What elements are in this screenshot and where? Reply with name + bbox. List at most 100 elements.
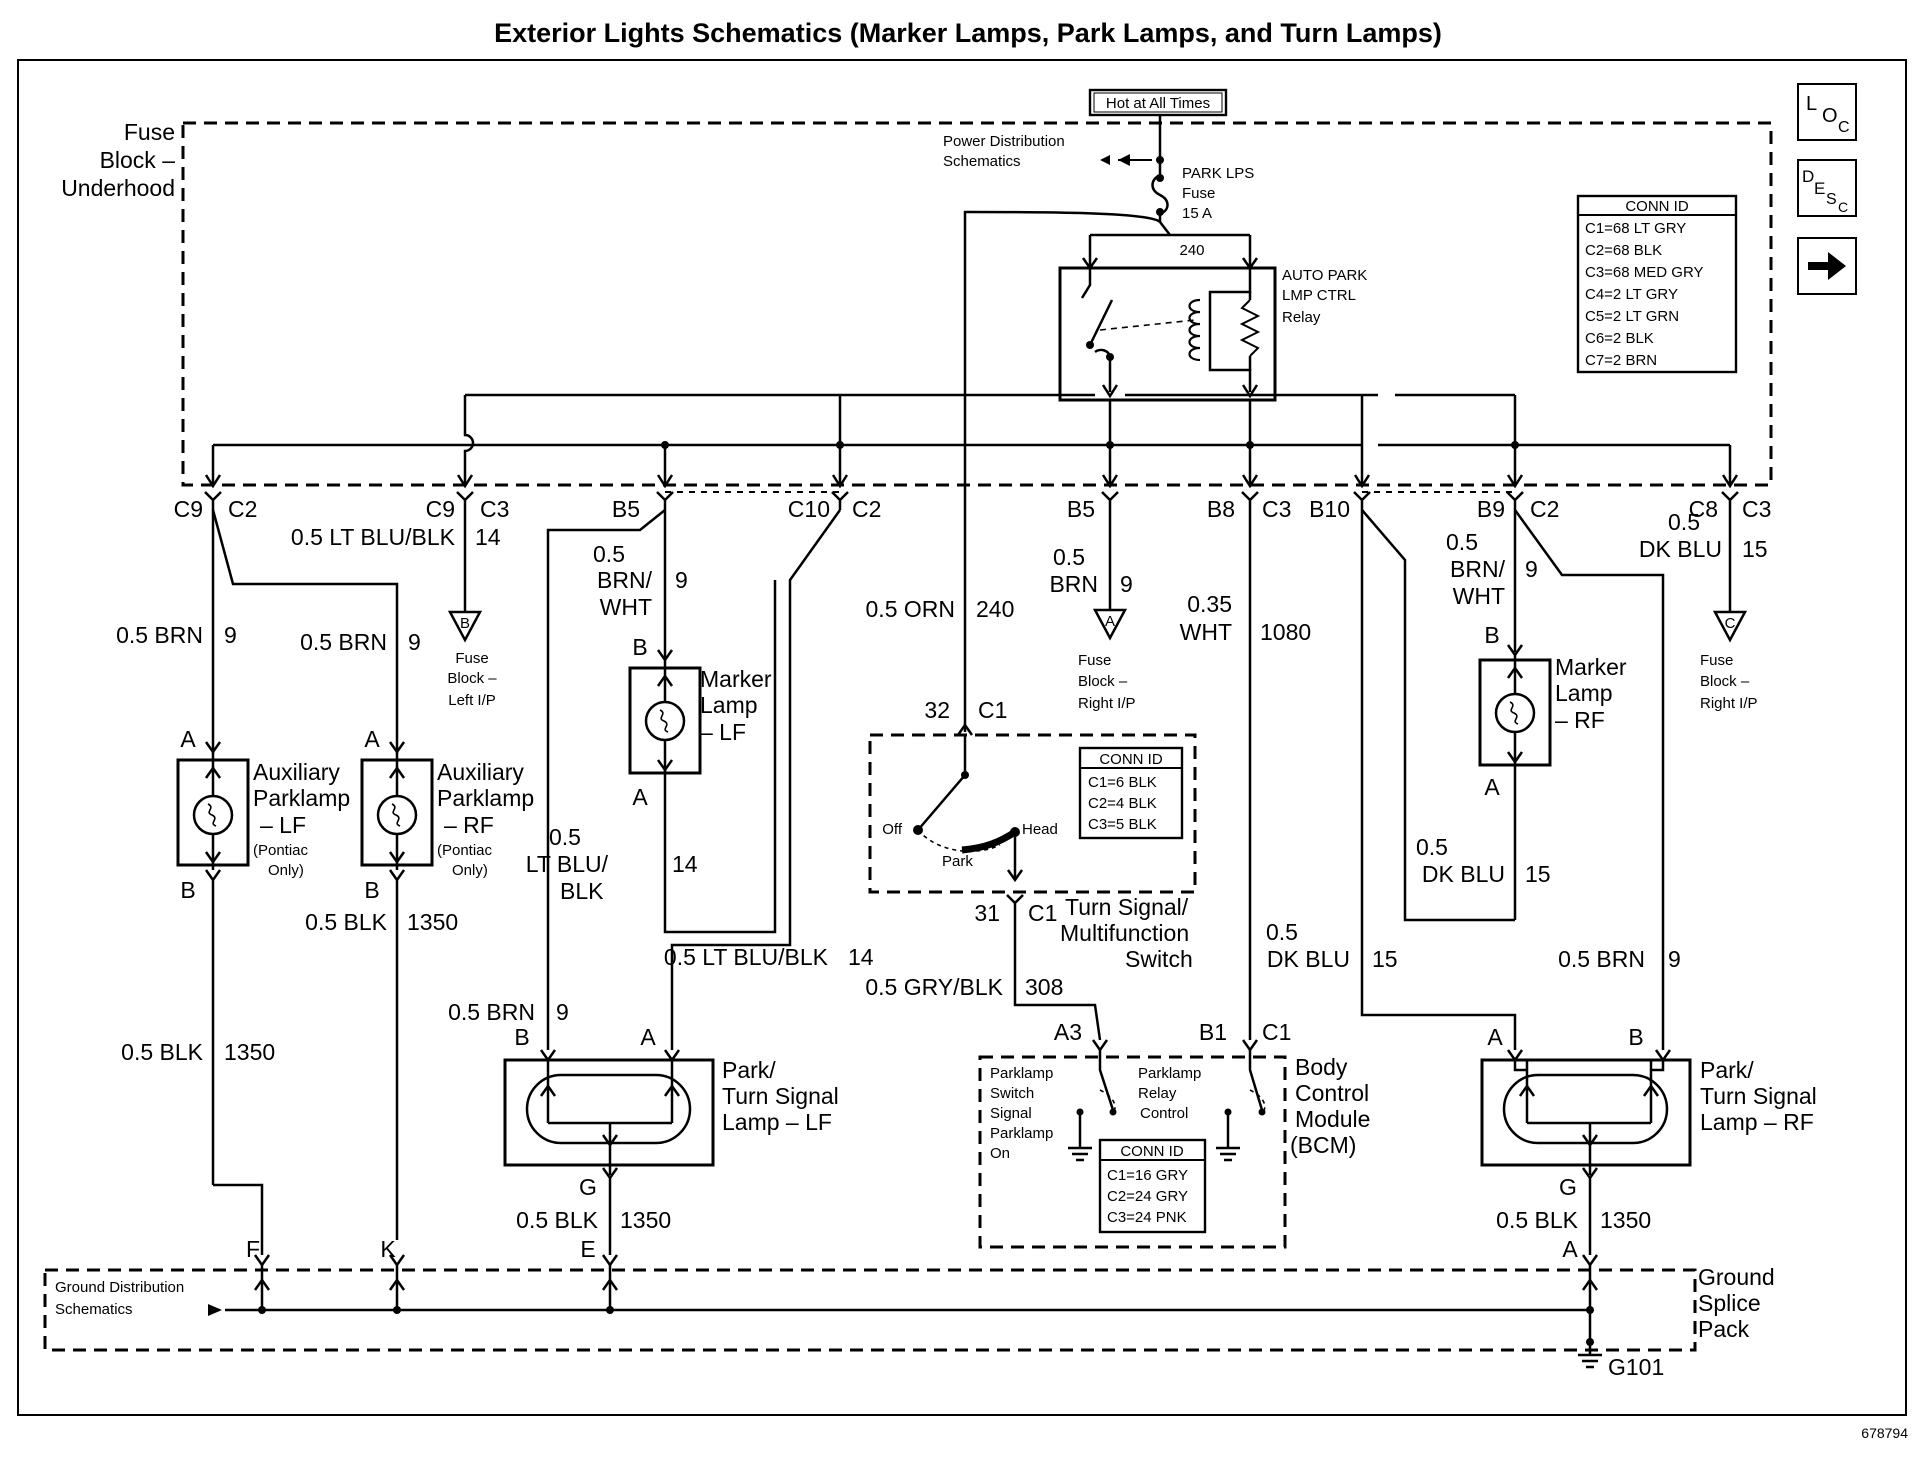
svg-text:– RF: – RF <box>1555 707 1605 733</box>
svg-text:Fuse: Fuse <box>1182 185 1215 202</box>
svg-text:B10: B10 <box>1309 496 1350 522</box>
svg-text:Control: Control <box>1295 1080 1369 1106</box>
svg-text:9: 9 <box>675 567 688 593</box>
svg-text:L: L <box>1806 93 1817 115</box>
svg-text:Module: Module <box>1295 1106 1370 1132</box>
wire-brn-park-rf <box>1513 509 1665 1050</box>
svg-text:(Pontiac: (Pontiac <box>437 842 493 859</box>
svg-text:Parklamp: Parklamp <box>253 785 350 811</box>
svg-text:– RF: – RF <box>444 812 494 838</box>
svg-text:C3: C3 <box>480 496 509 522</box>
svg-text:C3=24 PNK: C3=24 PNK <box>1107 1209 1187 1226</box>
svg-text:WHT: WHT <box>1180 619 1232 645</box>
svg-text:B5: B5 <box>1067 496 1095 522</box>
svg-text:Turn Signal/: Turn Signal/ <box>1065 894 1189 920</box>
svg-text:C2: C2 <box>228 496 257 522</box>
svg-text:A: A <box>364 726 380 752</box>
svg-text:308: 308 <box>1025 974 1063 1000</box>
svg-text:B: B <box>1484 622 1499 648</box>
svg-text:Block –: Block – <box>1078 673 1128 690</box>
arrow-right-icon[interactable] <box>1797 237 1857 295</box>
svg-text:Control: Control <box>1140 1105 1188 1122</box>
svg-text:CONN ID: CONN ID <box>1120 1143 1184 1160</box>
svg-text:Marker: Marker <box>700 666 772 692</box>
svg-text:K: K <box>380 1236 396 1262</box>
svg-text:PARK LPS: PARK LPS <box>1182 165 1254 182</box>
svg-text:0.5: 0.5 <box>1446 529 1478 555</box>
svg-text:A: A <box>640 1024 656 1050</box>
wire-dk-blu-park-rf <box>1360 510 1517 1050</box>
svg-text:Fuse: Fuse <box>124 119 175 145</box>
svg-text:A3: A3 <box>1054 1019 1082 1045</box>
svg-text:Fuse: Fuse <box>455 650 488 667</box>
svg-text:Lamp – LF: Lamp – LF <box>722 1109 832 1135</box>
svg-text:Parklamp: Parklamp <box>990 1125 1053 1142</box>
svg-text:0.5: 0.5 <box>1053 544 1085 570</box>
svg-text:Off: Off <box>882 821 903 838</box>
svg-text:C3: C3 <box>1262 496 1291 522</box>
svg-text:0.5 ORN: 0.5 ORN <box>866 596 955 622</box>
svg-text:0.5: 0.5 <box>1266 919 1298 945</box>
svg-text:0.5 BLK: 0.5 BLK <box>305 909 387 935</box>
desc-icon[interactable]: D E S C <box>1797 159 1857 217</box>
svg-text:Switch: Switch <box>1125 946 1193 972</box>
svg-text:C2: C2 <box>852 496 881 522</box>
svg-text:A: A <box>180 726 196 752</box>
svg-text:E: E <box>1814 179 1825 198</box>
svg-text:C5=2 LT GRN: C5=2 LT GRN <box>1585 308 1679 325</box>
auxiliary-parklamp-rf: A B Auxiliary Parklamp – RF (Pontiac Onl… <box>360 726 534 1240</box>
svg-text:9: 9 <box>1120 571 1133 597</box>
offpage-ref-b: B Fuse Block – Left I/P <box>447 610 497 709</box>
loc-icon[interactable]: L O C <box>1797 83 1857 141</box>
svg-text:Parklamp: Parklamp <box>1138 1065 1201 1082</box>
svg-text:0.5: 0.5 <box>593 541 625 567</box>
svg-text:C3=5 BLK: C3=5 BLK <box>1088 816 1157 833</box>
svg-text:15: 15 <box>1742 536 1768 562</box>
svg-text:Ground Distribution: Ground Distribution <box>55 1279 184 1296</box>
svg-text:240: 240 <box>976 596 1014 622</box>
svg-text:C1=16 GRY: C1=16 GRY <box>1107 1167 1188 1184</box>
svg-text:A: A <box>1105 613 1115 630</box>
svg-text:Lamp: Lamp <box>1555 680 1613 706</box>
wire-dk-blu-b10 <box>1361 509 1515 922</box>
svg-text:Head: Head <box>1022 821 1058 838</box>
svg-text:B: B <box>460 615 470 632</box>
svg-text:G: G <box>579 1174 597 1200</box>
offpage-ref-a: A Fuse Block – Right I/P <box>1078 608 1136 712</box>
svg-text:Parklamp: Parklamp <box>990 1065 1053 1082</box>
svg-text:C8: C8 <box>1689 496 1718 522</box>
svg-text:Block –: Block – <box>1700 673 1750 690</box>
svg-text:Park: Park <box>942 853 973 870</box>
svg-text:C2=4 BLK: C2=4 BLK <box>1088 795 1157 812</box>
svg-text:Only): Only) <box>268 862 304 879</box>
page-frame <box>17 59 1907 1416</box>
svg-text:Block –: Block – <box>447 670 497 687</box>
svg-text:A: A <box>1487 1024 1503 1050</box>
svg-text:C: C <box>1725 615 1736 632</box>
svg-text:9: 9 <box>556 999 569 1025</box>
svg-text:Turn Signal: Turn Signal <box>722 1083 839 1109</box>
svg-text:Splice: Splice <box>1698 1290 1761 1316</box>
svg-text:C1=6 BLK: C1=6 BLK <box>1088 774 1157 791</box>
svg-text:14: 14 <box>475 524 501 550</box>
svg-text:WHT: WHT <box>600 594 652 620</box>
svg-text:Lamp – RF: Lamp – RF <box>1700 1109 1814 1135</box>
svg-text:Right I/P: Right I/P <box>1700 695 1758 712</box>
svg-text:0.5: 0.5 <box>1668 509 1700 535</box>
svg-text:BRN: BRN <box>1049 571 1098 597</box>
svg-text:0.5 BRN: 0.5 BRN <box>1558 946 1645 972</box>
offpage-ref-c: C Fuse Block – Right I/P <box>1700 610 1758 712</box>
park-lps-fuse <box>1151 173 1169 222</box>
svg-text:G101: G101 <box>1608 1354 1664 1380</box>
svg-text:15: 15 <box>1372 946 1398 972</box>
connector-b5-left: B5 <box>612 491 674 522</box>
svg-text:Block –: Block – <box>100 147 176 173</box>
connector-b10: B10 <box>1309 491 1371 522</box>
svg-text:S: S <box>1826 191 1837 208</box>
svg-text:Auxiliary: Auxiliary <box>437 759 524 785</box>
svg-text:– LF: – LF <box>700 719 746 745</box>
svg-text:Fuse: Fuse <box>1700 652 1733 669</box>
svg-text:9: 9 <box>224 622 237 648</box>
svg-text:Marker: Marker <box>1555 654 1627 680</box>
connector-c9-c2: C9 C2 <box>174 491 257 522</box>
